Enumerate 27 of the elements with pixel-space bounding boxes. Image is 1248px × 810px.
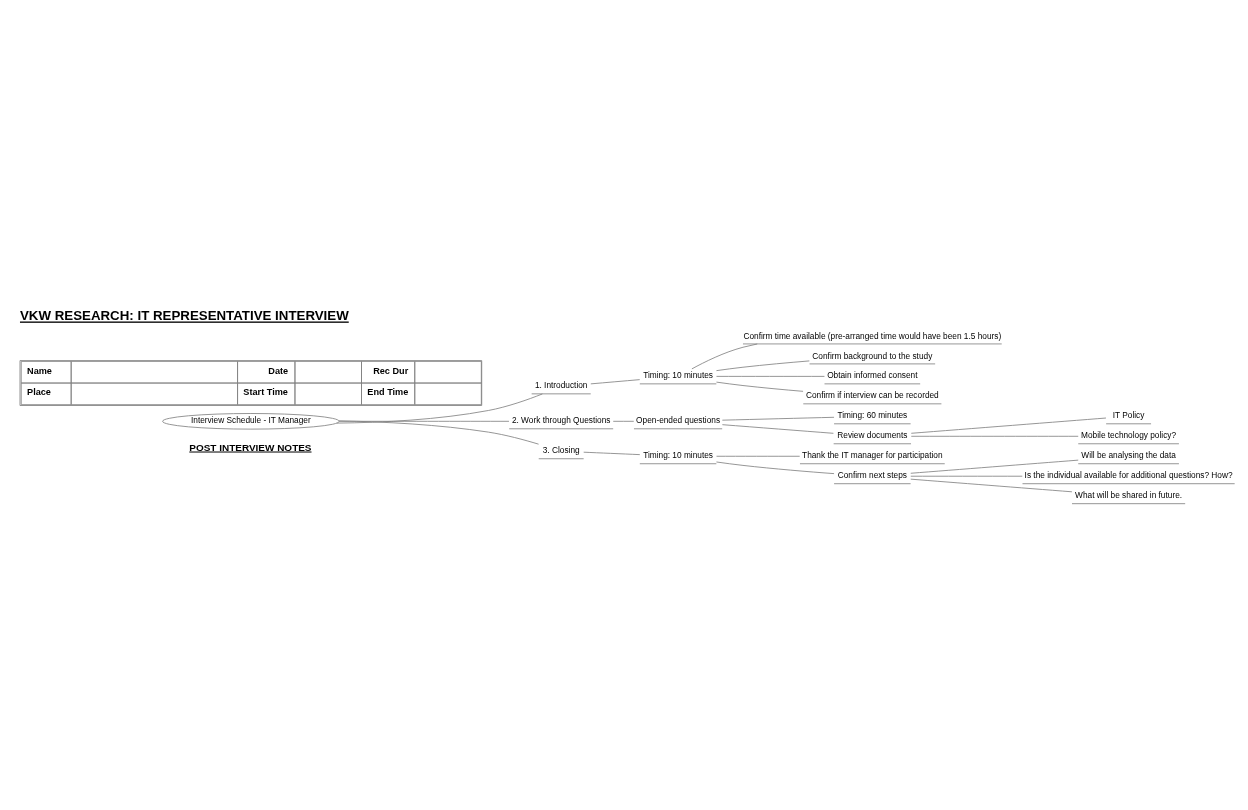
label: Rec Dur xyxy=(373,365,409,376)
node-text: IT Policy xyxy=(1112,409,1145,420)
node-text: Confirm next steps xyxy=(837,469,907,480)
label: Place xyxy=(27,386,51,397)
label: Name xyxy=(27,365,52,376)
node-text: Open-ended questions xyxy=(636,414,721,425)
label: Date xyxy=(268,365,289,376)
node-text: What will be shared in future. xyxy=(1075,489,1183,500)
node-text: Obtain informed consent xyxy=(827,369,918,380)
node-text: Review documents xyxy=(837,429,908,440)
label: Start Time xyxy=(243,386,288,397)
node-text: Mobile technology policy? xyxy=(1081,429,1177,440)
node-text: Confirm time available (pre-arranged time would have been 1.5 hours) xyxy=(743,330,1002,341)
node-text: Is the individual available for additional questions? How? xyxy=(1024,469,1233,480)
node-text: Thank the IT manager for participation xyxy=(802,449,943,460)
label: POST INTERVIEW NOTES xyxy=(189,441,312,453)
node-text: Timing: 60 minutes xyxy=(837,409,908,420)
node-text: Timing: 10 minutes xyxy=(643,449,713,460)
node-text: Confirm if interview can be recorded xyxy=(805,389,939,400)
label: End Time xyxy=(367,386,409,397)
node-text: 3. Closing xyxy=(542,444,580,455)
node-text: Confirm background to the study xyxy=(812,349,933,360)
node-text: 2. Work through Questions xyxy=(511,414,611,425)
node-text: 1. Introduction xyxy=(534,379,588,390)
node-text: Will be analysing the data xyxy=(1081,449,1176,460)
diagram-title: VKW RESEARCH: IT REPRESENTATIVE INTERVIEW xyxy=(19,307,349,323)
node-text: Timing: 10 minutes xyxy=(643,369,713,380)
